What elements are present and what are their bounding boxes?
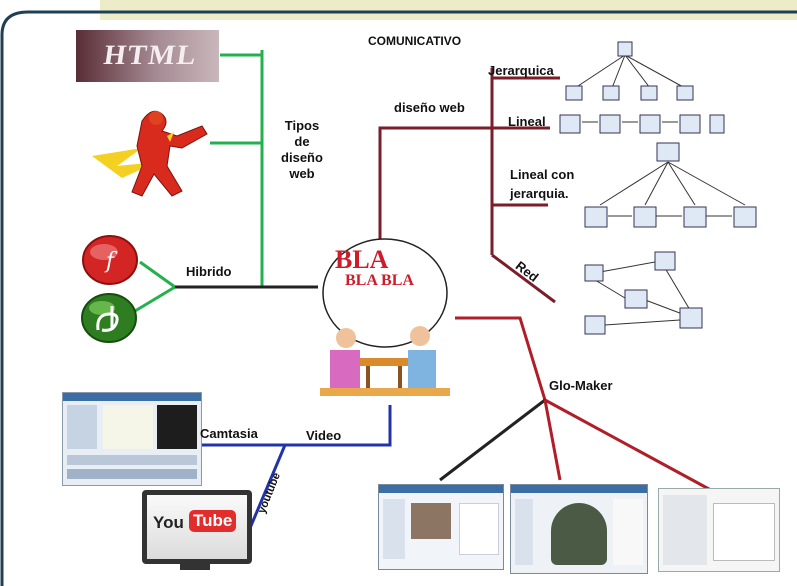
label-comunicativo: COMUNICATIVO [368, 34, 462, 48]
label-tipos-3: diseño [281, 150, 323, 165]
glomaker-branches [439, 316, 721, 497]
top-band [100, 0, 797, 20]
dreamweaver-icon [81, 293, 137, 343]
central-bubble-image [320, 238, 450, 396]
flash-icon: f [82, 235, 138, 285]
label-lineal-con-2: jerarquia. [510, 186, 569, 201]
label-lineal-con-1: Lineal con [510, 167, 575, 182]
lineal-diagram [559, 114, 725, 134]
label-video: Video [306, 428, 342, 443]
label-camtasia: Camtasia [200, 426, 258, 441]
youtube-tv-image: You Tube [142, 490, 252, 564]
bubble-text-1: BLA [335, 245, 389, 274]
lineal-jerarquia-diagram [584, 142, 757, 228]
red-network-diagram [584, 251, 703, 335]
label-tipos: Tipos de diseño web [272, 118, 332, 182]
jerarquica-diagram [565, 41, 694, 101]
label-tipos-2: de [294, 134, 310, 149]
bubble-text-2: BLA BLA [345, 272, 414, 289]
label-diseno-web: diseño web [394, 100, 465, 115]
label-glo-maker: Glo-Maker [549, 378, 613, 393]
glomaker-screenshot-2 [510, 484, 648, 574]
label-lineal: Lineal [508, 114, 546, 129]
html-logo-image: HTML [76, 30, 219, 82]
flash-hero-image [92, 110, 208, 197]
maroon-branches [378, 68, 560, 304]
label-jerarquica: Jerarquica [488, 63, 554, 78]
frame-border [0, 10, 797, 586]
glomaker-screenshot-3 [658, 488, 780, 572]
html-logo-text: HTML [101, 40, 200, 71]
camtasia-screenshot [62, 392, 202, 486]
label-tipos-1: Tipos [284, 118, 320, 133]
tv-stand [180, 564, 210, 570]
glomaker-screenshot-1 [378, 484, 504, 570]
label-hibrido: Hibrido [186, 264, 232, 279]
youtube-you: You [153, 513, 184, 532]
label-tipos-4: web [289, 166, 315, 181]
youtube-tube: Tube [189, 510, 237, 532]
green-branches [129, 50, 264, 316]
